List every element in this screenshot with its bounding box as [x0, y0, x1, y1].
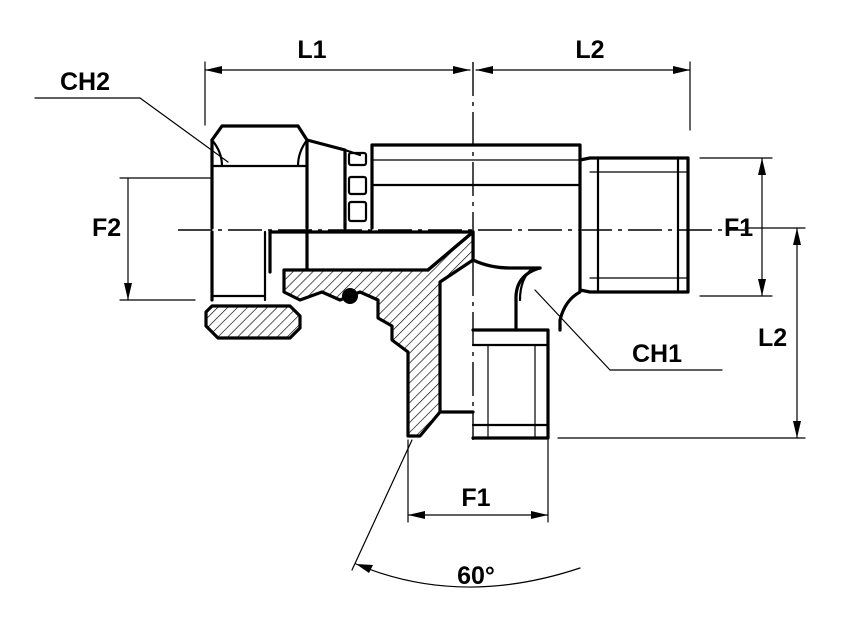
label-ch1: CH1: [632, 340, 682, 368]
labels: L1 L2 CH2 F2 F1 CH1 L2 F1 60°: [60, 36, 787, 590]
label-f1-bottom: F1: [461, 484, 490, 512]
label-f1-right: F1: [724, 214, 753, 242]
label-angle: 60°: [457, 562, 495, 590]
label-l1-top: L1: [297, 36, 326, 64]
center-lines: [178, 62, 745, 440]
swivel-nut: [210, 124, 362, 302]
label-f2: F2: [92, 214, 121, 242]
sectioned-parts: [204, 230, 475, 438]
label-l2-top: L2: [575, 36, 604, 64]
dimension-lines: [119, 61, 806, 588]
right-male-thread: [578, 156, 690, 294]
leader-lines: [34, 97, 723, 371]
locking-ring: [347, 151, 368, 223]
tee-body: [370, 143, 582, 332]
bottom-male-thread: [471, 328, 550, 440]
ch1-leader: [534, 289, 611, 371]
label-l2-right: L2: [758, 324, 787, 352]
label-ch2: CH2: [60, 68, 110, 96]
